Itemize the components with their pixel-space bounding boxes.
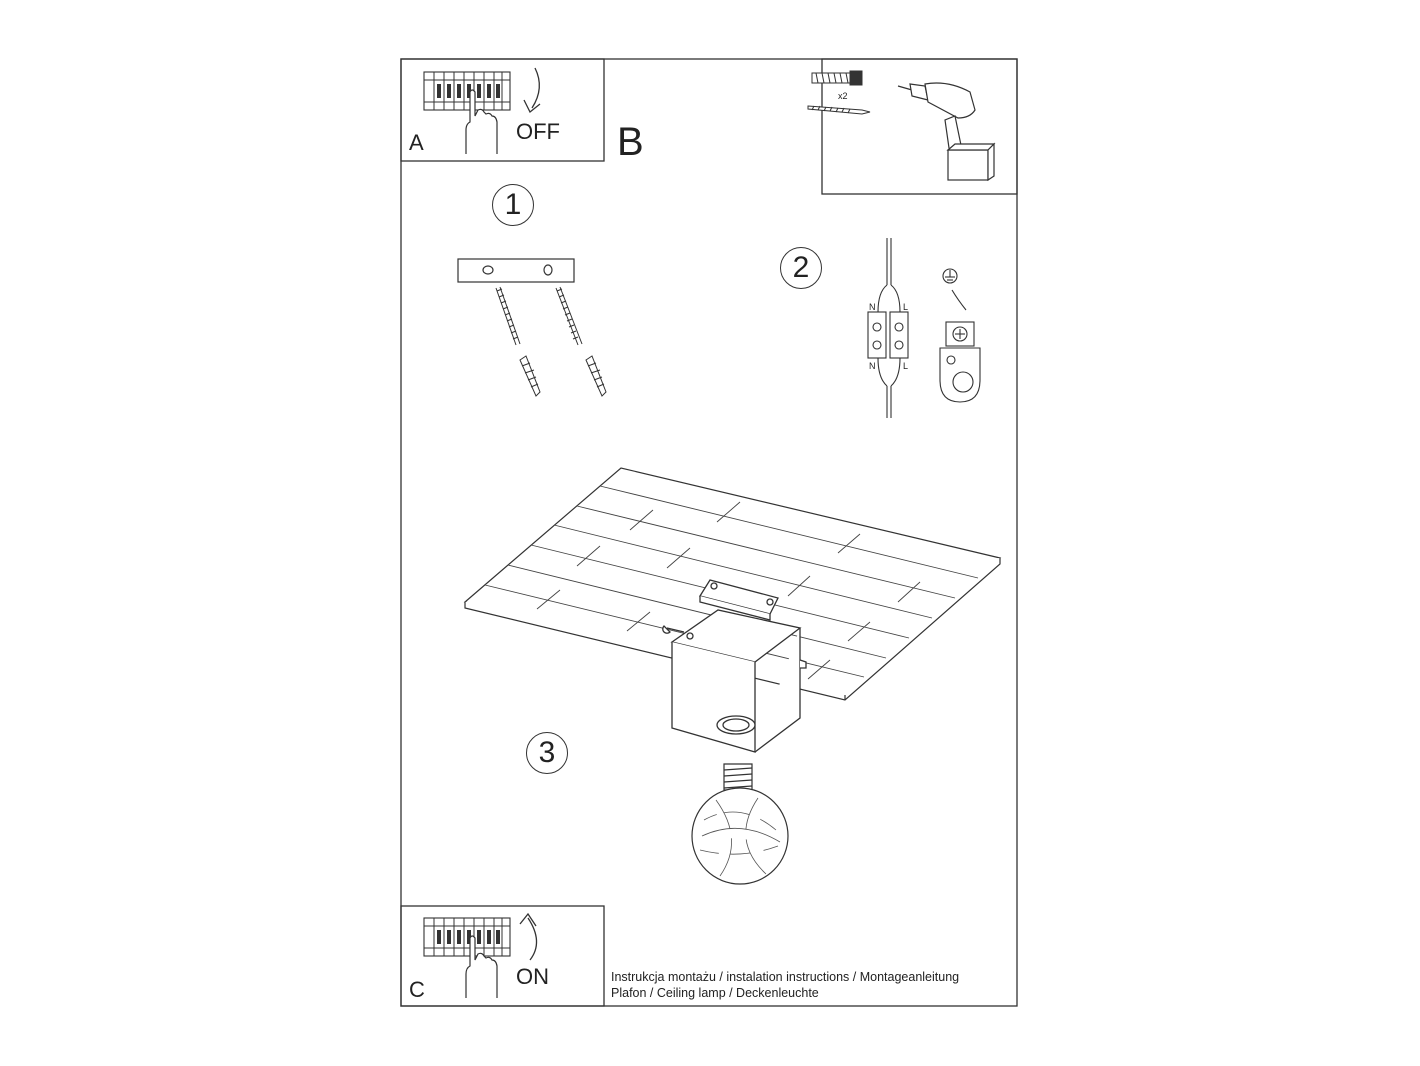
neutral-top-label: N bbox=[869, 302, 876, 312]
panel-c-box bbox=[400, 905, 605, 1007]
earth-ground-icon bbox=[939, 268, 981, 403]
quantity-label: x2 bbox=[838, 91, 848, 101]
step-1-marker: 1 bbox=[492, 184, 534, 226]
wall-plug-screw-icon bbox=[807, 70, 871, 115]
hand-icon bbox=[465, 935, 498, 998]
panel-c-label: C bbox=[409, 977, 425, 1002]
bulb-icon bbox=[691, 763, 789, 885]
terminal-block-icon bbox=[867, 238, 909, 418]
caption-line-1: Instrukcja montażu / instalation instruc… bbox=[611, 970, 960, 984]
outer-frame bbox=[400, 58, 1018, 1007]
breaker-panel-icon bbox=[423, 71, 511, 111]
switch-arrow-icon bbox=[519, 912, 538, 961]
switch-arrow-icon bbox=[523, 67, 541, 114]
screw-and-plug-left bbox=[495, 286, 541, 397]
off-label: OFF bbox=[516, 119, 560, 144]
breaker-panel-icon bbox=[423, 917, 511, 957]
panel-a-box bbox=[400, 58, 605, 162]
live-bottom-label: L bbox=[903, 361, 909, 371]
mounting-bar-icon bbox=[457, 258, 575, 283]
tools-box bbox=[821, 58, 1018, 195]
caption-line-2: Plafon / Ceiling lamp / Deckenleuchte bbox=[611, 986, 819, 1000]
panel-a-label: A bbox=[409, 130, 424, 155]
lamp-base-icon bbox=[662, 579, 807, 753]
on-label: ON bbox=[516, 964, 549, 989]
live-top-label: L bbox=[903, 302, 909, 312]
neutral-bottom-label: N bbox=[869, 361, 876, 371]
step-3-marker: 3 bbox=[526, 732, 568, 774]
screw-and-plug-right bbox=[555, 286, 607, 397]
panel-b-label: B bbox=[617, 120, 644, 164]
hand-icon bbox=[465, 89, 498, 154]
drill-icon bbox=[897, 82, 996, 182]
step-2-marker: 2 bbox=[780, 247, 822, 289]
